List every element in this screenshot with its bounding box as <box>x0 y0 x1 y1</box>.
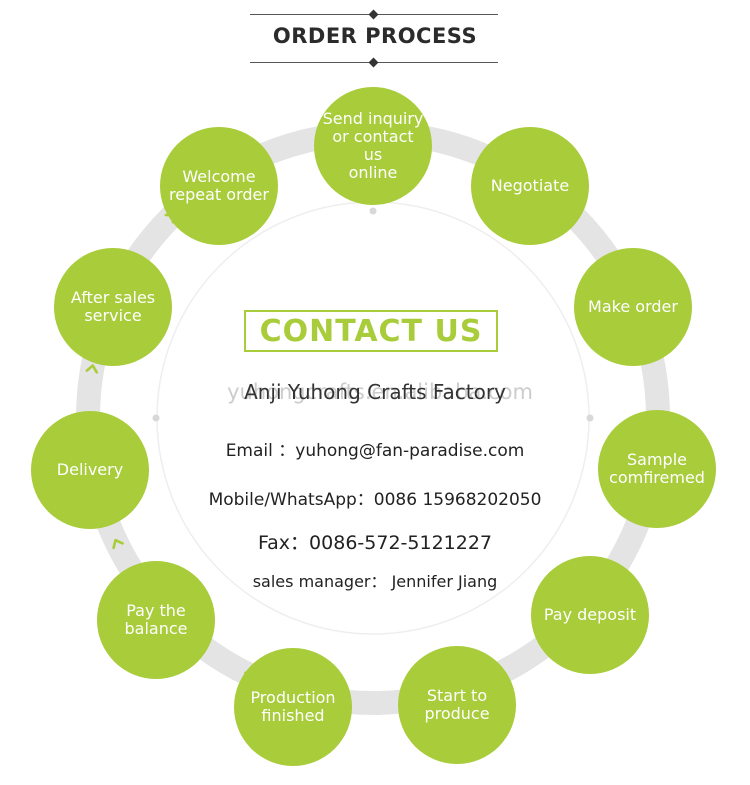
watermark: yuhongcrafts.en.alibaba.com <box>227 380 533 404</box>
step-pay-balance: Pay the balance <box>97 561 215 679</box>
step-production-finished: Production finished <box>234 648 352 766</box>
step-pay-deposit: Pay deposit <box>531 556 649 674</box>
step-after-sales: After sales service <box>54 248 172 366</box>
contact-heading: CONTACT US <box>244 310 498 352</box>
ring-arrow-7 <box>112 538 124 550</box>
contact-manager: sales manager： Jennifer Jiang <box>252 572 498 591</box>
contact-email: Email ：yuhong@fan-paradise.com <box>225 441 525 461</box>
contact-mobile: Mobile/WhatsApp：0086 15968202050 <box>208 490 542 510</box>
step-start-produce: Start to produce <box>398 646 516 764</box>
contact-fax: Fax：0086-572-5121227 <box>257 532 493 554</box>
page-title: ORDER PROCESS <box>272 24 478 48</box>
inner-dot-top <box>369 207 377 215</box>
inner-dot-left <box>152 414 160 422</box>
step-delivery: Delivery <box>31 411 149 529</box>
step-negotiate: Negotiate <box>471 127 589 245</box>
company-name: Anji Yuhong Crafts Factory <box>244 380 506 404</box>
ring-arrow-8 <box>85 364 99 374</box>
step-send-inquiry: Send inquiry or contact us online <box>314 87 432 205</box>
step-sample-confirmed: Sample comfiremed <box>598 410 716 528</box>
inner-dot-right <box>586 414 594 422</box>
step-make-order: Make order <box>574 248 692 366</box>
step-welcome-repeat: Welcome repeat order <box>160 127 278 245</box>
